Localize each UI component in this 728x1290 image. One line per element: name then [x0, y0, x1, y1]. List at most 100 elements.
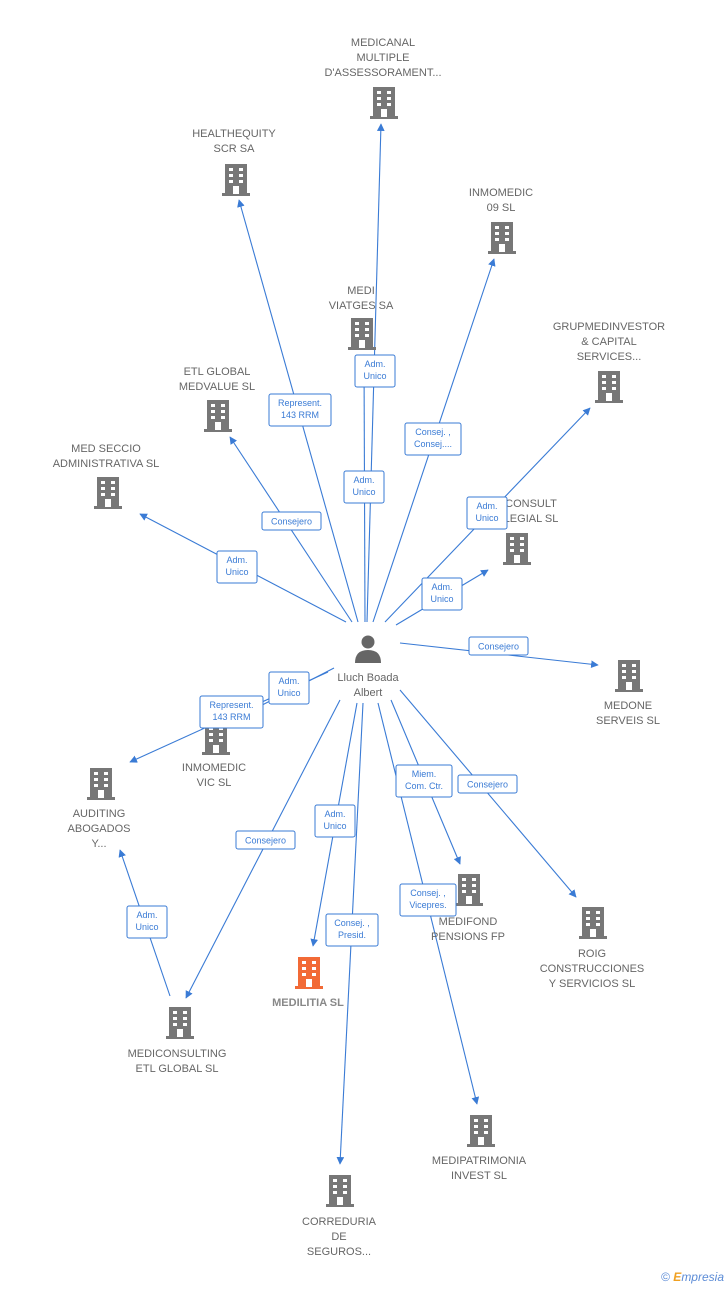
company-name-line[interactable]: AUDITING	[73, 808, 126, 820]
company-name-line[interactable]: SEGUROS...	[307, 1246, 371, 1258]
edge-label-medilitia[interactable]: Adm.Unico	[314, 804, 356, 838]
company-name-line[interactable]: ABOGADOS	[68, 823, 131, 835]
company-node-medicanal[interactable]: MEDICANAL MULTIPLE D'ASSESSORAMENT...	[324, 37, 442, 119]
edge-label-box[interactable]	[466, 496, 508, 530]
company-node-correduria[interactable]: CORREDURIA DE SEGUROS...	[302, 1175, 377, 1258]
company-name-line[interactable]: VIATGES SA	[329, 300, 394, 312]
edge-label-box[interactable]	[395, 764, 453, 798]
edge-label-box[interactable]	[314, 804, 356, 838]
company-name-line[interactable]: INMOMEDIC	[182, 762, 246, 774]
edge-label-medifond[interactable]: Miem.Com. Ctr.	[395, 764, 453, 798]
edge-label-box[interactable]	[421, 577, 463, 611]
edge-label-medone[interactable]: Consejero	[468, 636, 529, 656]
building-icon[interactable]	[615, 660, 643, 692]
company-name-line[interactable]: SERVICES...	[577, 351, 642, 363]
company-name-line[interactable]: Y SERVICIOS SL	[549, 978, 635, 990]
company-name-line[interactable]: MEDIPATRIMONIA	[432, 1155, 527, 1167]
company-node-mediviatges[interactable]: MEDI VIATGES SA	[329, 285, 394, 350]
company-name-line[interactable]: MEDVALUE SL	[179, 381, 255, 393]
company-name-line[interactable]: SCR SA	[214, 143, 256, 155]
company-name-line[interactable]: MEDIFOND	[439, 916, 498, 928]
edge-label-box[interactable]	[268, 393, 332, 427]
edge-label-box[interactable]	[468, 636, 529, 656]
company-name-line[interactable]: & CAPITAL	[581, 336, 636, 348]
company-name-line[interactable]: VIC SL	[197, 777, 232, 789]
company-name-line[interactable]: INMOMEDIC	[469, 187, 533, 199]
company-name-line[interactable]: PENSIONS FP	[431, 931, 505, 943]
building-icon[interactable]	[222, 164, 250, 196]
edge-label-correduria[interactable]: Consej. ,Presid.	[325, 913, 379, 947]
edge-label-roig[interactable]: Consejero	[457, 774, 518, 794]
edge-label-grupmedinvestor[interactable]: Adm.Unico	[466, 496, 508, 530]
edge-label-inmomedicvic[interactable]: Adm.Unico	[268, 671, 310, 705]
company-name-line[interactable]: ROIG	[578, 948, 606, 960]
edge-label-mediconsulting[interactable]: Consejero	[235, 830, 296, 850]
company-name-line[interactable]: MEDI	[347, 285, 375, 297]
edge-label-box[interactable]	[235, 830, 296, 850]
company-name-line[interactable]: ETL GLOBAL	[184, 366, 251, 378]
edge-label-box[interactable]	[126, 905, 168, 939]
building-icon[interactable]	[94, 477, 122, 509]
building-icon[interactable]	[370, 87, 398, 119]
edge-label-box[interactable]	[343, 470, 385, 504]
company-name-line[interactable]: ADMINISTRATIVA SL	[53, 458, 160, 470]
person-icon[interactable]	[355, 635, 381, 664]
company-name-line[interactable]: CONSULT	[505, 498, 557, 510]
edge-label-auditing[interactable]: Represent.143 RRM	[199, 695, 264, 729]
edge-label-healthequity[interactable]: Represent.143 RRM	[268, 393, 332, 427]
company-name-line[interactable]: ETL GLOBAL SL	[136, 1063, 219, 1075]
company-node-mediconsulting[interactable]: MEDICONSULTING ETL GLOBAL SL	[128, 1007, 227, 1075]
company-node-grupmedinvestor[interactable]: GRUPMEDINVESTOR & CAPITAL SERVICES...	[553, 321, 665, 403]
edge-label-box[interactable]	[261, 511, 322, 531]
company-name-line[interactable]: GRUPMEDINVESTOR	[553, 321, 665, 333]
company-node-roig[interactable]: ROIG CONSTRUCCIONES Y SERVICIOS SL	[540, 907, 645, 990]
building-icon[interactable]	[595, 371, 623, 403]
edge-label-box[interactable]	[404, 422, 462, 456]
company-node-inmomedicvic[interactable]: INMOMEDIC VIC SL	[182, 723, 246, 789]
company-name-line[interactable]: SERVEIS SL	[596, 715, 660, 727]
company-name-line[interactable]: MULTIPLE	[357, 52, 410, 64]
company-name-line[interactable]: CORREDURIA	[302, 1216, 377, 1228]
edge-label-mediviatges[interactable]: Adm.Unico	[343, 470, 385, 504]
company-node-medipatrimonia[interactable]: MEDIPATRIMONIA INVEST SL	[432, 1115, 527, 1182]
company-node-medilitia[interactable]: MEDILITIA SL	[272, 957, 344, 1009]
company-name-line[interactable]: 09 SL	[487, 202, 516, 214]
edge-label-box[interactable]	[399, 883, 457, 917]
company-node-inmomedic09[interactable]: INMOMEDIC 09 SL	[469, 187, 533, 254]
building-icon[interactable]	[348, 318, 376, 350]
edge-label-box[interactable]	[354, 354, 396, 388]
building-icon[interactable]	[467, 1115, 495, 1147]
company-name-line[interactable]: MEDILITIA SL	[272, 997, 344, 1009]
building-icon[interactable]	[488, 222, 516, 254]
edge-label-box[interactable]	[457, 774, 518, 794]
person-name-line[interactable]: Albert	[354, 687, 383, 699]
company-name-line[interactable]: HEALTHEQUITY	[192, 128, 276, 140]
building-icon[interactable]	[503, 533, 531, 565]
company-name-line[interactable]: MEDICONSULTING	[128, 1048, 227, 1060]
company-name-line[interactable]: DE	[331, 1231, 346, 1243]
edge-label-medseccio[interactable]: Adm.Unico	[216, 550, 258, 584]
company-node-auditing[interactable]: AUDITING ABOGADOS Y...	[68, 768, 131, 850]
building-icon[interactable]	[87, 768, 115, 800]
company-name-line[interactable]: CONSTRUCCIONES	[540, 963, 645, 975]
company-name-line[interactable]: INVEST SL	[451, 1170, 507, 1182]
company-name-line[interactable]: MEDICANAL	[351, 37, 415, 49]
building-icon[interactable]	[204, 400, 232, 432]
edge-label-box[interactable]	[199, 695, 264, 729]
building-icon[interactable]	[579, 907, 607, 939]
person-name-line[interactable]: Lluch Boada	[337, 672, 399, 684]
edge-label-box[interactable]	[268, 671, 310, 705]
company-node-healthequity[interactable]: HEALTHEQUITY SCR SA	[192, 128, 276, 196]
edge-label-box[interactable]	[216, 550, 258, 584]
company-name-line[interactable]: D'ASSESSORAMENT...	[324, 67, 441, 79]
building-icon[interactable]	[326, 1175, 354, 1207]
building-icon[interactable]	[455, 874, 483, 906]
company-name-line[interactable]: Y...	[91, 838, 106, 850]
edge-label-etlglobal[interactable]: Consejero	[261, 511, 322, 531]
edge-label-inmomedic09[interactable]: Consej. ,Consej....	[404, 422, 462, 456]
building-icon[interactable]	[295, 957, 323, 989]
company-node-etlglobal[interactable]: ETL GLOBAL MEDVALUE SL	[179, 366, 255, 432]
